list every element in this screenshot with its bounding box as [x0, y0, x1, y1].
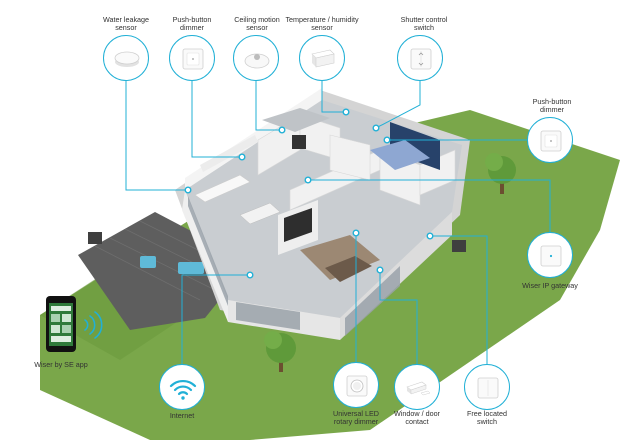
internet-node: [159, 364, 205, 410]
app-label: Wiser by SE app: [34, 360, 88, 369]
deck-chairs: [140, 256, 204, 274]
water-leak-sensor-icon: [114, 51, 140, 67]
rug: [300, 235, 380, 280]
kitchen-island: [194, 174, 251, 203]
free-switch-label: Free located switch: [467, 409, 507, 427]
gateway-label: Wiser IP gateway: [522, 281, 578, 290]
planter-right: [452, 240, 466, 252]
pushbutton-top-node: [169, 35, 215, 81]
glass-panels: [188, 196, 400, 336]
dining-table: [239, 202, 281, 225]
temperature-humidity-sensor-icon: [311, 49, 335, 68]
tree-bottom: [264, 331, 296, 372]
water-leak-label: Water leakage sensor: [102, 15, 150, 33]
pushbutton-right-node: [527, 117, 573, 163]
sofa: [325, 256, 372, 282]
smartphone-icon: [46, 296, 76, 352]
shutter-switch-node: [397, 35, 443, 81]
bed: [370, 140, 430, 170]
wiser-ip-gateway-icon: [540, 245, 562, 267]
pushbutton-right-label: Push-button dimmer: [532, 97, 572, 115]
free-switch-node: [464, 364, 510, 410]
shutter-label: Shutter control switch: [400, 15, 448, 33]
rotary-dimmer-icon: [346, 375, 368, 397]
internet-label: Internet: [169, 411, 195, 420]
window-door-contact-icon: [406, 381, 431, 396]
tree-right: [485, 153, 516, 194]
rotary-dimmer-node: [333, 362, 379, 408]
window-contact-node: [394, 364, 440, 410]
free-located-switch-icon: [477, 377, 499, 399]
phone-signal-icon: [84, 311, 103, 339]
planter-left: [88, 232, 102, 244]
wifi-icon: [169, 379, 197, 400]
left-wall: [182, 190, 228, 322]
water-leak-sensor-node: [103, 35, 149, 81]
temp-humidity-sensor-node: [299, 35, 345, 81]
connector-lines: [125, 80, 551, 364]
kitchen-counter: [200, 135, 258, 172]
ceiling-motion-sensor-icon: [244, 53, 270, 69]
temp-humidity-label: Temperature / humidity sensor: [285, 15, 359, 33]
motion-label: Ceiling motion sensor: [234, 15, 280, 33]
push-button-dimmer-icon: [540, 130, 562, 152]
rotary-label: Universal LED rotary dimmer: [333, 409, 379, 427]
window-contact-label: Window / door contact: [394, 409, 440, 427]
shutter-control-switch-icon: [410, 48, 432, 70]
connector-endpoints: [184, 108, 434, 279]
tv: [284, 208, 312, 242]
bathroom-cabinet: [292, 135, 306, 149]
push-button-dimmer-icon: [182, 48, 204, 70]
motion-sensor-node: [233, 35, 279, 81]
gateway-node: [527, 232, 573, 278]
bathroom-floor: [262, 108, 330, 132]
pushbutton-top-label: Push-button dimmer: [172, 15, 212, 33]
